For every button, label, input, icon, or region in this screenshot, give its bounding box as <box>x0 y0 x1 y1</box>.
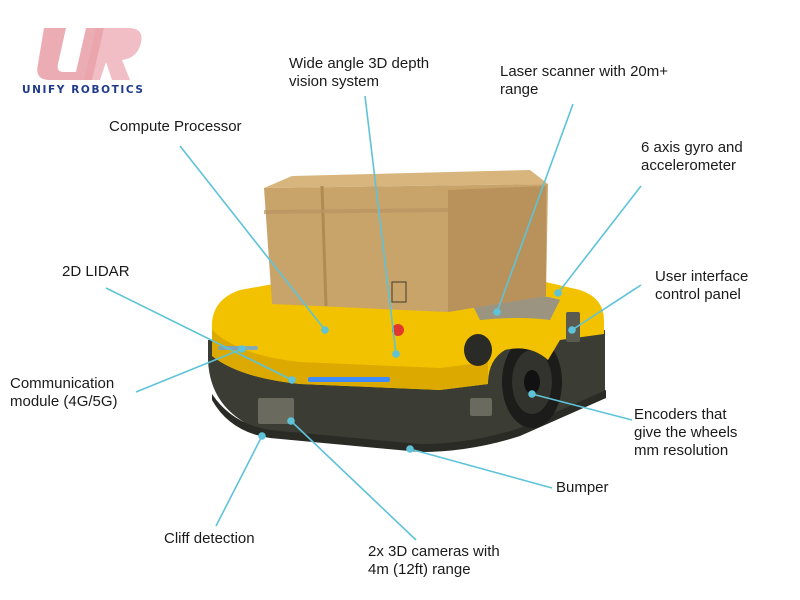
status-indicator <box>308 377 390 382</box>
label-ui-panel: User interface control panel <box>655 268 749 303</box>
label-laser-scanner: Laser scanner with 20m+ range <box>500 63 669 98</box>
brand-name: UNIFY ROBOTICS <box>22 84 145 96</box>
label-depth-vision: Wide angle 3D depth vision system <box>289 55 430 90</box>
label-3d-cameras: 2x 3D cameras with 4m (12ft) range <box>368 543 500 578</box>
label-compute-processor: Compute Processor <box>109 118 242 135</box>
label-encoders: Encoders that give the wheels mm resolut… <box>634 406 738 459</box>
leader-lines <box>105 95 642 541</box>
unify-robotics-logo <box>37 28 142 80</box>
camera-window <box>258 398 294 424</box>
label-bumper: Bumper <box>556 479 609 496</box>
label-communication: Communication module (4G/5G) <box>10 375 118 410</box>
label-lidar: 2D LIDAR <box>62 263 130 280</box>
label-gyro: 6 axis gyro and accelerometer <box>641 139 743 174</box>
cardboard-box <box>263 170 548 312</box>
label-cliff-detection: Cliff detection <box>164 530 255 547</box>
